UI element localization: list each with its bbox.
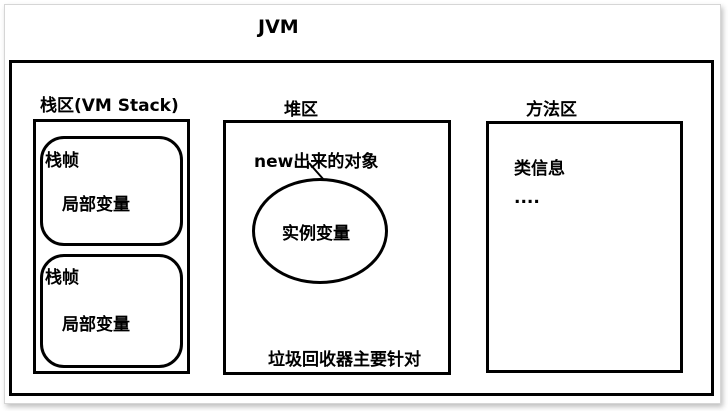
stack-frame-2 [40, 254, 183, 368]
heap-area-label: 堆区 [284, 100, 318, 120]
stack-frame-1-content: 局部变量 [62, 195, 130, 215]
stack-frame-1 [40, 136, 183, 246]
stack-frame-1-label: 栈帧 [45, 151, 79, 171]
heap-new-objects-label: new出来的对象 [254, 152, 379, 172]
stack-area-label: 栈区(VM Stack) [40, 96, 179, 116]
jvm-box [9, 60, 714, 396]
method-area-label: 方法区 [526, 100, 577, 120]
method-area-ellipsis: .... [514, 188, 540, 208]
stack-frame-2-label: 栈帧 [45, 268, 79, 288]
stack-frame-2-content: 局部变量 [62, 315, 130, 335]
jvm-title: JVM [258, 16, 299, 38]
method-area-class-info: 类信息 [514, 159, 565, 179]
stack-area-box [33, 119, 190, 374]
method-area-box [486, 121, 683, 373]
heap-gc-note: 垃圾回收器主要针对 [268, 350, 421, 370]
heap-instance-variables: 实例变量 [282, 224, 350, 244]
heap-area-box [223, 120, 451, 375]
heap-object-ellipse [252, 178, 388, 284]
